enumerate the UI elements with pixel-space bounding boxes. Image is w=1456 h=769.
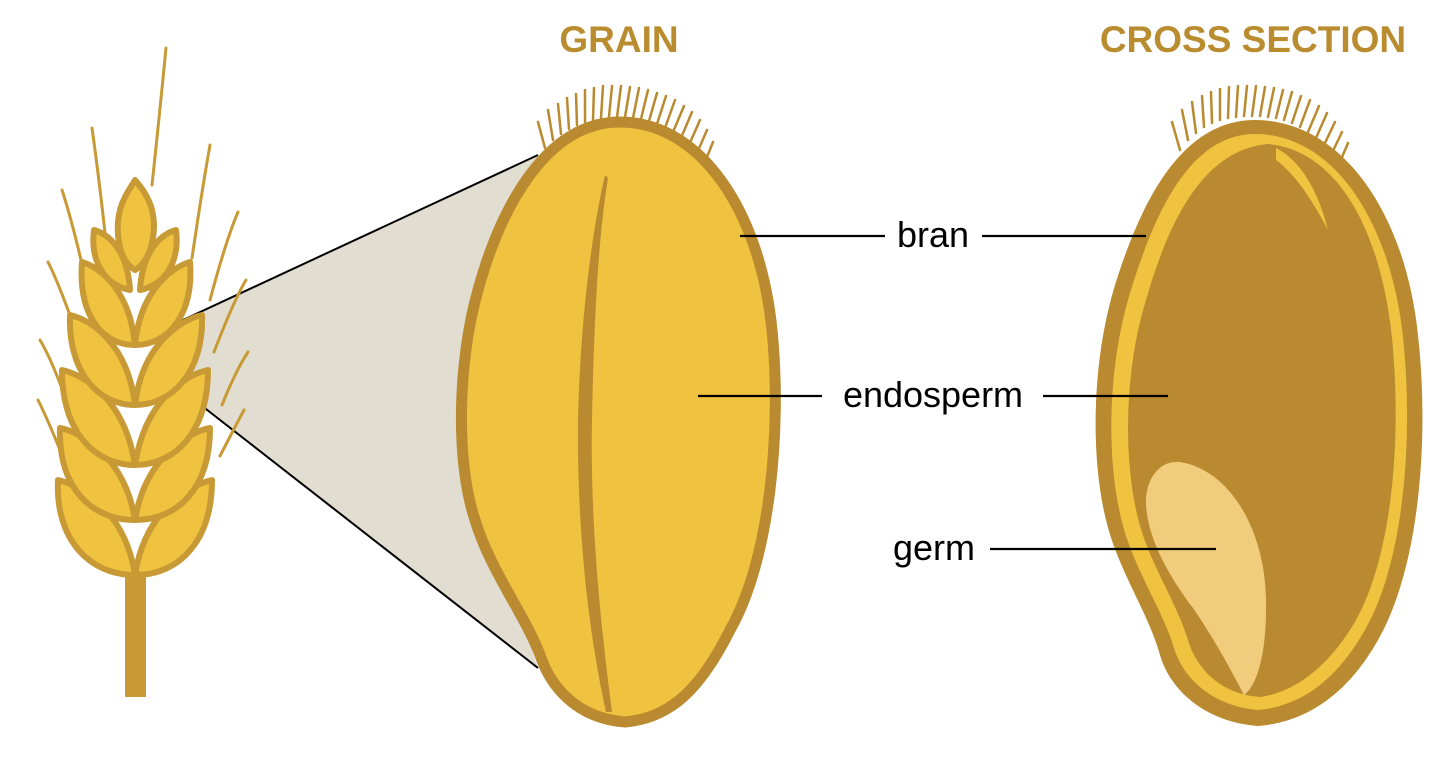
grain-brush-hairs bbox=[536, 84, 715, 164]
cross-section-heading: CROSS SECTION bbox=[1100, 19, 1406, 60]
wheat-stem bbox=[125, 560, 146, 697]
grain-crease bbox=[577, 175, 612, 712]
whole-grain-illustration bbox=[455, 84, 781, 728]
bran-label: bran bbox=[897, 214, 969, 255]
endosperm-label: endosperm bbox=[843, 374, 1023, 415]
cross-section-crease bbox=[1276, 148, 1328, 230]
grain-body bbox=[455, 116, 781, 728]
cross-section-illustration bbox=[1095, 84, 1423, 726]
cross-section-germ bbox=[1145, 461, 1267, 695]
leader-lines bbox=[698, 234, 1216, 551]
wheat-kernels bbox=[54, 177, 215, 578]
wheat-ear-illustration bbox=[36, 46, 250, 697]
cross-section-brush-hairs bbox=[1170, 84, 1350, 164]
grain-heading: GRAIN bbox=[559, 19, 678, 60]
zoom-cone bbox=[169, 154, 539, 669]
germ-label: germ bbox=[893, 527, 975, 568]
